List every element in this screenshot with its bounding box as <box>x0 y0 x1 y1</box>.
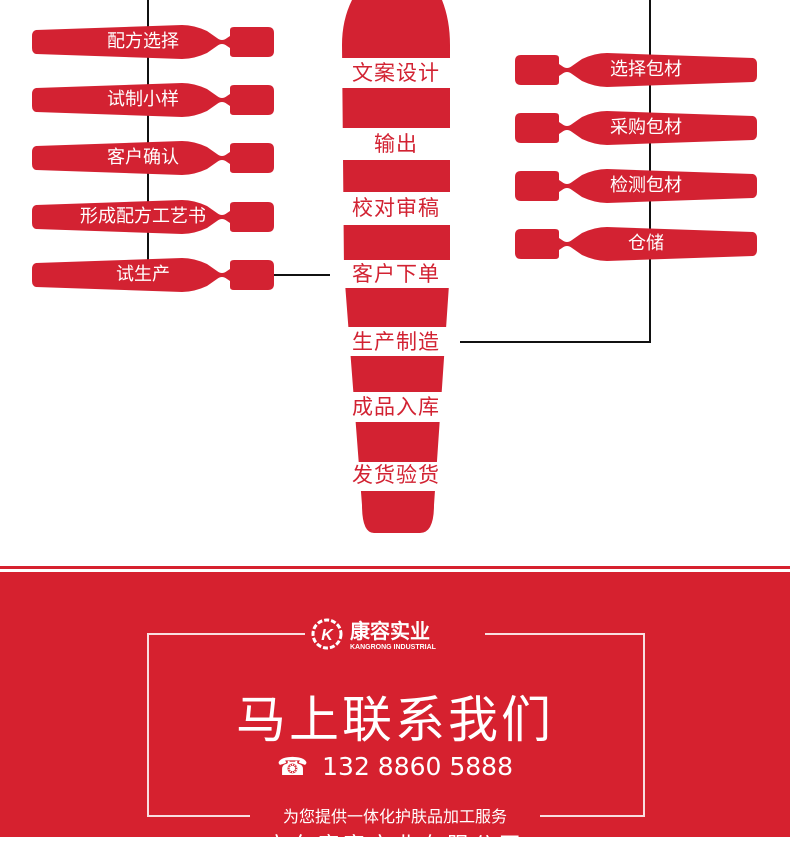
left-process-step: 形成配方工艺书 <box>32 199 274 235</box>
bottle-step: 生产制造 <box>352 330 440 354</box>
right-process-step: 选择包材 <box>515 52 757 88</box>
svg-text:康容实业: 康容实业 <box>350 619 430 643</box>
step-label: 客户确认 <box>107 147 179 168</box>
capsule-shape <box>515 169 757 203</box>
right-process-step: 仓储 <box>515 226 757 262</box>
bottle-step: 输出 <box>374 132 418 156</box>
capsule-shape <box>32 83 274 117</box>
phone-number[interactable]: ☎132 8860 5888 <box>277 752 513 781</box>
left-connector-horizontal <box>270 274 344 276</box>
svg-text:K: K <box>321 627 334 644</box>
footer-divider <box>0 566 790 569</box>
left-process-step: 客户确认 <box>32 140 274 176</box>
right-connector-horizontal <box>446 341 651 343</box>
left-process-step: 试生产 <box>32 257 274 293</box>
service-subtitle: 为您提供一体化护肤品加工服务 <box>250 803 540 827</box>
left-connector-vertical <box>147 0 149 276</box>
capsule-shape <box>32 258 274 292</box>
bottle-step: 客户下单 <box>352 262 440 286</box>
company-name: 广东康容实业有限公司 <box>264 834 525 859</box>
bottle-step: 发货验货 <box>352 463 440 487</box>
left-process-step: 配方选择 <box>32 24 274 60</box>
capsule-shape <box>515 53 757 87</box>
bottle-step: 校对审稿 <box>352 196 440 220</box>
svg-text:KANGRONG INDUSTRIAL: KANGRONG INDUSTRIAL <box>350 644 437 651</box>
bottle-step: 文案设计 <box>352 61 440 85</box>
capsule-shape <box>32 141 274 175</box>
step-label: 试生产 <box>116 264 170 285</box>
left-process-step: 试制小样 <box>32 82 274 118</box>
telephone-icon: ☎ <box>277 752 309 781</box>
capsule-shape <box>515 227 757 261</box>
right-process-step: 采购包材 <box>515 110 757 146</box>
right-process-step: 检测包材 <box>515 168 757 204</box>
bottle-graphic <box>330 0 460 533</box>
bottle-step: 成品入库 <box>352 395 440 419</box>
step-label: 选择包材 <box>610 59 682 80</box>
step-label: 形成配方工艺书 <box>80 206 206 227</box>
step-label: 检测包材 <box>610 175 682 196</box>
capsule-shape <box>32 25 274 59</box>
capsule-shape <box>515 111 757 145</box>
step-label: 试制小样 <box>107 89 179 110</box>
capsule-shape <box>32 200 274 234</box>
step-label: 配方选择 <box>107 31 179 52</box>
contact-title: 马上联系我们 <box>236 691 554 749</box>
step-label: 采购包材 <box>610 117 682 138</box>
company-logo: K 康容实业 KANGRONG INDUSTRIAL <box>305 616 485 652</box>
step-label: 仓储 <box>628 233 664 254</box>
